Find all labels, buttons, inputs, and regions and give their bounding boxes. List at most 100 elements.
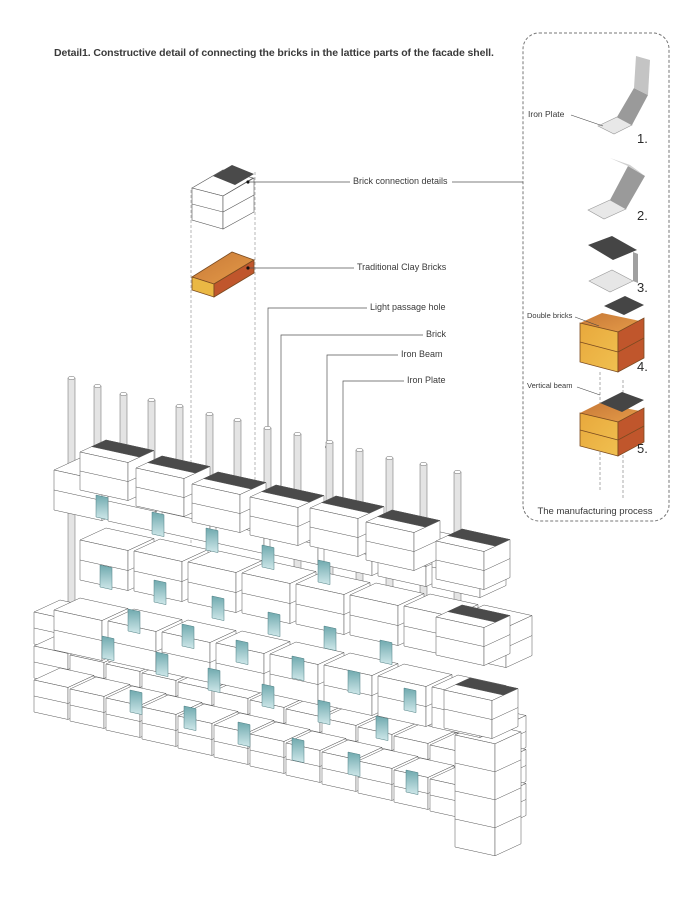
light-passage-glass <box>211 595 225 621</box>
brick-joint <box>191 502 241 514</box>
light-passage-glass <box>95 494 109 520</box>
iron-beam-end <box>355 448 364 452</box>
light-passage-glass <box>235 639 249 665</box>
brick-joint <box>349 614 399 626</box>
brick-joint <box>107 640 157 652</box>
callout-iron-beam: Iron Beam <box>401 349 443 359</box>
brick-joint <box>357 776 393 785</box>
light-passage-glass <box>99 564 113 590</box>
step-4-label: Double bricks <box>527 311 573 320</box>
brick-joint <box>494 815 522 829</box>
brick-joint <box>213 740 249 749</box>
step-2-iron-plate-illustration <box>587 158 645 220</box>
light-passage-glass <box>153 579 167 605</box>
step-3-iron-plate-illustration <box>588 236 638 293</box>
light-passage-glass <box>267 611 281 637</box>
iron-beam-end <box>233 418 242 422</box>
brick-joint <box>79 559 129 571</box>
brick-joint <box>249 515 299 527</box>
iron-beam-end <box>93 384 102 388</box>
iron-beam-end <box>119 392 128 396</box>
light-passage-glass <box>375 715 389 741</box>
brick-joint <box>483 634 511 647</box>
light-passage-glass <box>405 769 419 795</box>
step-1-label: Iron Plate <box>528 109 565 119</box>
brick-joint <box>454 790 496 801</box>
brick-joint <box>79 470 129 482</box>
callout-brick: Brick <box>426 329 446 339</box>
light-passage-glass <box>261 544 275 570</box>
light-passage-glass <box>205 527 219 553</box>
brick-joint <box>309 526 359 538</box>
light-passage-glass <box>317 559 331 585</box>
step-1-iron-plate-illustration <box>597 56 650 135</box>
light-passage-glass <box>151 511 165 537</box>
light-passage-glass <box>379 639 393 665</box>
iron-beam-end <box>293 432 302 436</box>
step-4-double-bricks-illustration <box>579 296 645 373</box>
iron-beam-end <box>419 462 428 466</box>
brick-joint <box>377 695 427 707</box>
light-passage-glass <box>181 623 195 649</box>
step-5-vertical-beam-illustration <box>579 372 645 500</box>
brick-joint <box>494 787 522 801</box>
brick-joint <box>443 708 493 720</box>
iron-beam-end <box>263 426 272 430</box>
callout-brick-connection: Brick connection details <box>353 176 448 186</box>
diagram-title: Detail1. Constructive detail of connecti… <box>54 47 494 59</box>
brick-joint <box>215 662 265 674</box>
brick-joint <box>505 635 533 648</box>
iron-beam-end <box>175 404 184 408</box>
step-5-label: Vertical beam <box>527 381 573 390</box>
light-passage-glass <box>129 689 143 715</box>
light-passage-glass <box>323 625 337 651</box>
brick-joint <box>413 539 441 552</box>
brick-joint <box>494 759 522 773</box>
callout-light-hole: Light passage hole <box>370 302 446 312</box>
brick-joint <box>177 731 213 740</box>
clay-brick-illustration <box>191 251 255 298</box>
brick-joint <box>135 486 185 498</box>
brick-joint <box>141 722 177 731</box>
brick-joint <box>454 818 496 829</box>
brick-joint <box>454 762 496 773</box>
process-panel-caption: The manufacturing process <box>537 506 653 517</box>
brick-joint <box>295 603 345 615</box>
iron-beam-end <box>325 440 334 444</box>
brick-joint <box>269 673 319 685</box>
brick-joint <box>161 651 211 663</box>
brick-joint <box>483 558 511 571</box>
brick-joint <box>133 570 183 582</box>
brick-joint <box>53 629 103 641</box>
brick-joint <box>435 559 485 571</box>
brick-joint <box>33 695 69 704</box>
light-passage-glass <box>207 667 221 693</box>
callout-iron-plate: Iron Plate <box>407 375 446 385</box>
light-passage-glass <box>403 687 417 713</box>
step-number-5: 5. <box>637 441 648 456</box>
brick-joint <box>491 707 519 720</box>
brick-joint <box>187 581 237 593</box>
brick-joint <box>365 540 415 552</box>
brick-joint <box>53 489 103 501</box>
light-passage-glass <box>237 721 251 747</box>
light-passage-glass <box>347 751 361 777</box>
step-number-2: 2. <box>637 208 648 223</box>
step-number-4: 4. <box>637 359 648 374</box>
brick-joint <box>435 635 485 647</box>
light-passage-glass <box>317 699 331 725</box>
light-passage-glass <box>291 655 305 681</box>
iron-beam-end <box>205 412 214 416</box>
light-passage-glass <box>261 683 275 709</box>
brick-joint <box>33 661 69 670</box>
light-passage-glass <box>101 635 115 661</box>
process-panel-border <box>522 32 670 522</box>
iron-beam-end <box>67 376 76 380</box>
step-number-1: 1. <box>637 131 648 146</box>
brick-joint <box>69 704 105 713</box>
callout-clay-bricks: Traditional Clay Bricks <box>357 262 447 272</box>
iron-beam-end <box>147 398 156 402</box>
brick-joint <box>285 758 321 767</box>
step-number-3: 3. <box>637 280 648 295</box>
